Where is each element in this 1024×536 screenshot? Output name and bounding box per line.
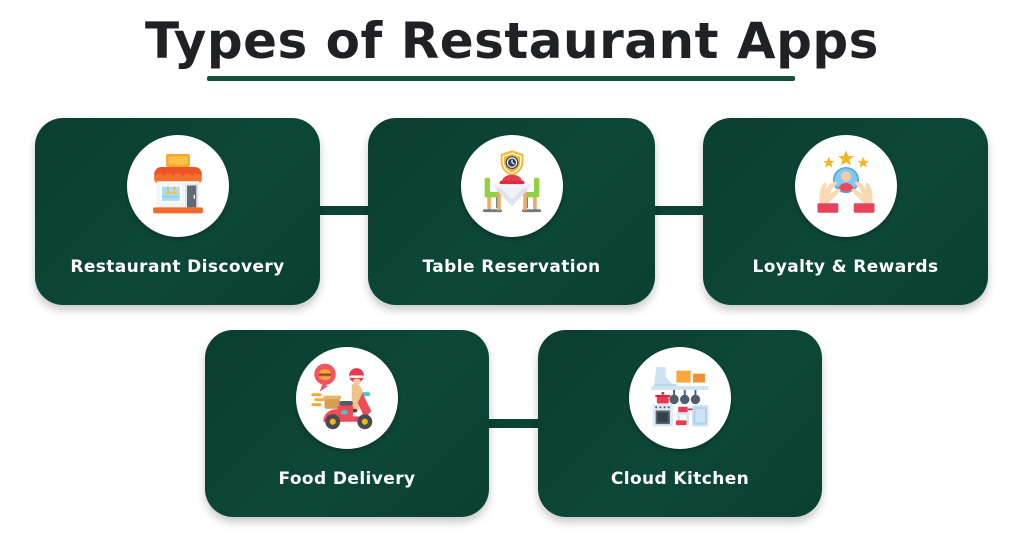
card-cloud-kitchen: Cloud Kitchen	[538, 330, 822, 517]
icon-circle	[296, 347, 398, 449]
card-loyalty-rewards: Loyalty & Rewards	[703, 118, 988, 305]
card-label: Cloud Kitchen	[610, 469, 750, 489]
connector-line	[485, 419, 542, 428]
card-label: Food Delivery	[278, 469, 416, 489]
icon-circle	[460, 135, 563, 237]
icon-circle	[629, 347, 731, 449]
card-food-delivery: Food Delivery	[205, 330, 489, 517]
table-reservation-icon	[482, 150, 541, 213]
page-title: Types of Restaurant Apps	[145, 12, 879, 70]
card-table-reservation: Table Reservation	[368, 118, 655, 305]
card-label: Table Reservation	[422, 257, 601, 277]
card-restaurant-discovery: Restaurant Discovery	[35, 118, 320, 305]
loyalty-rewards-icon	[817, 150, 874, 213]
cloud-kitchen-icon	[651, 367, 709, 427]
card-label: Restaurant Discovery	[70, 257, 285, 277]
delivery-scooter-icon	[311, 363, 373, 430]
icon-circle	[794, 135, 897, 237]
card-label: Loyalty & Rewards	[752, 257, 939, 277]
title-underline	[207, 76, 795, 81]
connector-line	[316, 206, 372, 215]
storefront-icon	[152, 153, 203, 214]
icon-circle	[126, 135, 229, 237]
connector-line	[651, 206, 707, 215]
